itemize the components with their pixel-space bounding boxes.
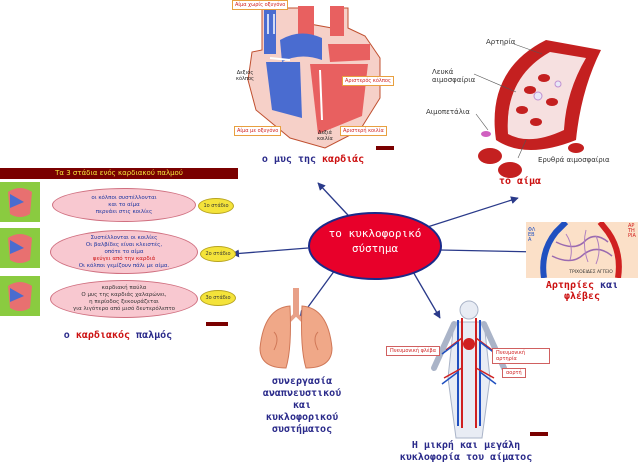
vessel-label-vein: ΦΛΕΒΑ [528,227,536,243]
heartbeat-panel: Τα 3 στάδια ενός καρδιακού παλμού οι κόλ… [0,168,238,326]
arrow-to-blood [417,196,519,231]
blood-caption: το αίμα [498,176,542,187]
vessels-panel: ΦΛΕΒΑ ΑΡΤΗΡΙΑ ΤΡΙΧΟΕΙΔΕΣ ΑΓΓΕΙΟ [526,222,638,278]
stage3-oval: καρδιακή παύλα Ο μυς της καρδιάς χαλαρών… [50,280,198,318]
stage1-heart-image [0,182,40,222]
circulation-label-aorta: αορτή [502,368,526,378]
body-circulation-illustration [431,300,507,439]
vessel-label-capillary: ΤΡΙΧΟΕΙΔΕΣ ΑΓΓΕΙΟ [569,270,613,275]
arrow-to-circulation [411,269,441,319]
stage1-badge: 1ο στάδιο [198,198,234,214]
circulation-caption: Η μικρή και μεγάλη κυκλοφορία του αίματο… [399,440,533,463]
central-node[interactable] [306,210,444,282]
blood-label-artery: Αρτηρία [486,38,516,46]
heart-panel: Αίμα χωρίς οξυγόνο Δεξιός κόλπος Αριστερ… [230,0,400,150]
stage3-badge: 3ο στάδιο [200,290,236,306]
heart-label-left-ventricle: Αριστερή κοιλία [340,126,387,136]
blood-vessel-illustration [473,40,601,178]
circulation-panel: Πνευμονική φλέβα Πνευμονική αρτηρία αορτ… [384,298,550,440]
heart-mini-banner [376,146,394,150]
stage2-oval: Συστέλλονται οι κοιλίες Οι βαλβίδες είνα… [50,230,198,274]
lungs-illustration [259,288,333,369]
arrow-to-heartbeat [231,247,309,258]
heartbeat-caption: ο καρδιακός παλμός [63,330,173,341]
heart-label-oxygen-free: Αίμα χωρίς οξυγόνο [232,0,289,10]
blood-label-platelets: Αιμοπετάλια [426,108,470,116]
stage3-heart-image [0,276,40,316]
stage2-badge: 2ο στάδιο [200,246,236,262]
heart-caption: ο μυς της καρδιάς [248,154,378,165]
central-title: το κυκλοφορικό σύστημα [328,227,422,255]
circulation-mini-banner [530,432,548,436]
vessels-illustration [540,222,622,278]
arrow-to-vessels [439,247,541,256]
circulation-label-pulmonary-vein: Πνευμονική φλέβα [386,346,441,356]
heart-caption-prefix: ο μυς της [261,154,323,165]
circulation-label-pulmonary-artery: Πνευμονική αρτηρία [492,348,550,364]
heart-label-left-atrium: Αριστερός κόλπος [342,76,394,86]
heart-caption-highlight: καρδιάς [322,154,365,165]
blood-label-red-cells: Ερυθρά αιμοσφαίρια [538,156,610,164]
lungs-caption: συνεργασία αναπνευστικού και κυκλοφορικο… [262,376,342,435]
vessel-label-artery: ΑΡΤΗΡΙΑ [628,223,636,239]
stage1-oval: οι κόλποι συστέλλονται και το αίμα περνά… [52,188,196,222]
heartbeat-mini-banner [206,322,228,326]
blood-label-white-cells: Λευκά αιμοσφαίρια [432,68,476,84]
blood-panel: Αρτηρία Λευκά αιμοσφαίρια Αιμοπετάλια Ερ… [426,30,616,180]
heartbeat-banner: Τα 3 στάδια ενός καρδιακού παλμού [0,168,238,179]
stage2-heart-image [0,228,40,268]
vessels-caption: Αρτηρίες και φλέβες [545,280,619,302]
heart-label-oxygen-blood: Αίμα με οξυγόνο [234,126,282,136]
heart-label-right-atrium: Δεξιός κόλπος [236,70,254,82]
heart-label-right-ventricle: Δεξιά κοιλία [317,130,333,142]
